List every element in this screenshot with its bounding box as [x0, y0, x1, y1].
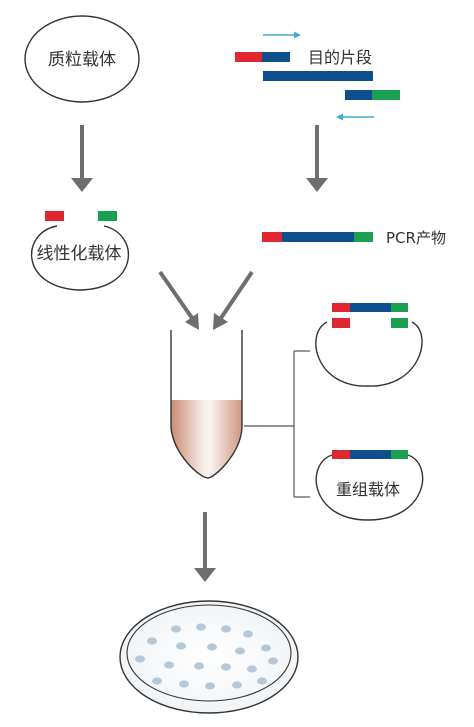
fragment-top-strand: [262, 52, 290, 62]
linear-backbone: [30, 225, 129, 291]
pcr-product-label: PCR产物: [386, 229, 446, 247]
plasmid-vector-label: 质粒载体: [48, 50, 116, 70]
tube-outline: [170, 330, 243, 479]
dish-inner: [126, 604, 292, 702]
recombinant-vector-label: 重组载体: [336, 480, 400, 499]
arrow-converge-left: [158, 270, 199, 330]
reaction-tube: [170, 330, 243, 479]
pcr-body: [282, 232, 354, 242]
linearized-vector-label: 线性化载体: [37, 244, 122, 264]
arrow-converge-right: [213, 270, 254, 330]
target-fragment: 目的片段: [235, 31, 400, 121]
colonies: [135, 623, 278, 690]
linearized-vector: 线性化载体: [30, 211, 129, 291]
product-bracket: [244, 350, 310, 498]
recombinant-vector: 重组载体: [315, 450, 424, 521]
plasmid-circle: [24, 15, 140, 103]
target-fragment-label: 目的片段: [308, 48, 372, 67]
arrow-pcr: [306, 125, 328, 192]
tube-liquid: [171, 400, 242, 478]
annealing-intermediate: [315, 303, 423, 387]
dish-outer: [119, 600, 299, 714]
linear-green-end: [98, 211, 117, 221]
reverse-primer-arrow-head: [336, 113, 343, 121]
fragment-green-overhang: [372, 90, 400, 100]
pcr-product: PCR产物: [262, 229, 446, 247]
fragment-red-overhang: [235, 52, 262, 62]
plasmid-vector: 质粒载体: [24, 15, 140, 103]
fragment-bottom-strand: [345, 90, 372, 100]
linear-red-end: [45, 211, 64, 221]
pcr-red-end: [262, 232, 282, 242]
arrow-linearize: [71, 125, 93, 192]
arrow-transform: [194, 512, 216, 582]
forward-primer-arrow-head: [294, 31, 301, 39]
fragment-main-strand: [263, 71, 373, 81]
petri-dish: [119, 600, 299, 714]
pcr-green-end: [354, 232, 373, 242]
